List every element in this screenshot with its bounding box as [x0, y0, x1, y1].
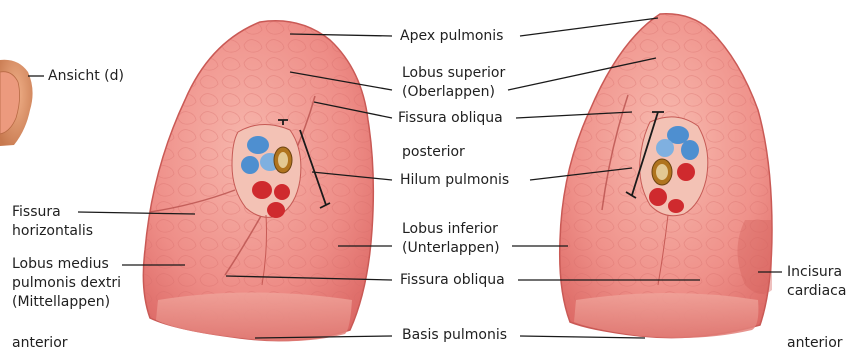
left-lung: [560, 14, 772, 338]
label-fissura-horizontalis: Fissura horizontalis: [12, 203, 93, 241]
label-anterior-right: anterior: [787, 334, 843, 353]
label-incisura-cardiaca: Incisura cardiaca: [787, 263, 846, 301]
label-fissura-obliqua-upper: Fissura obliqua: [398, 109, 503, 128]
label-lobus-inferior: Lobus inferior (Unterlappen): [402, 220, 500, 258]
label-anterior-left: anterior: [12, 334, 68, 353]
label-lobus-medius: Lobus medius pulmonis dextri (Mittellapp…: [12, 255, 121, 312]
label-ansicht-d: Ansicht (d): [48, 67, 124, 86]
label-hilum-pulmonis: Hilum pulmonis: [400, 171, 509, 190]
label-apex-pulmonis: Apex pulmonis: [400, 27, 503, 46]
label-lobus-superior: Lobus superior (Oberlappen): [402, 64, 505, 102]
label-fissura-obliqua-lower: Fissura obliqua: [400, 271, 505, 290]
torso-thumbnail: [0, 60, 33, 146]
right-lung: [143, 21, 373, 341]
label-basis-pulmonis: Basis pulmonis: [402, 326, 507, 345]
label-posterior: posterior: [402, 143, 465, 162]
